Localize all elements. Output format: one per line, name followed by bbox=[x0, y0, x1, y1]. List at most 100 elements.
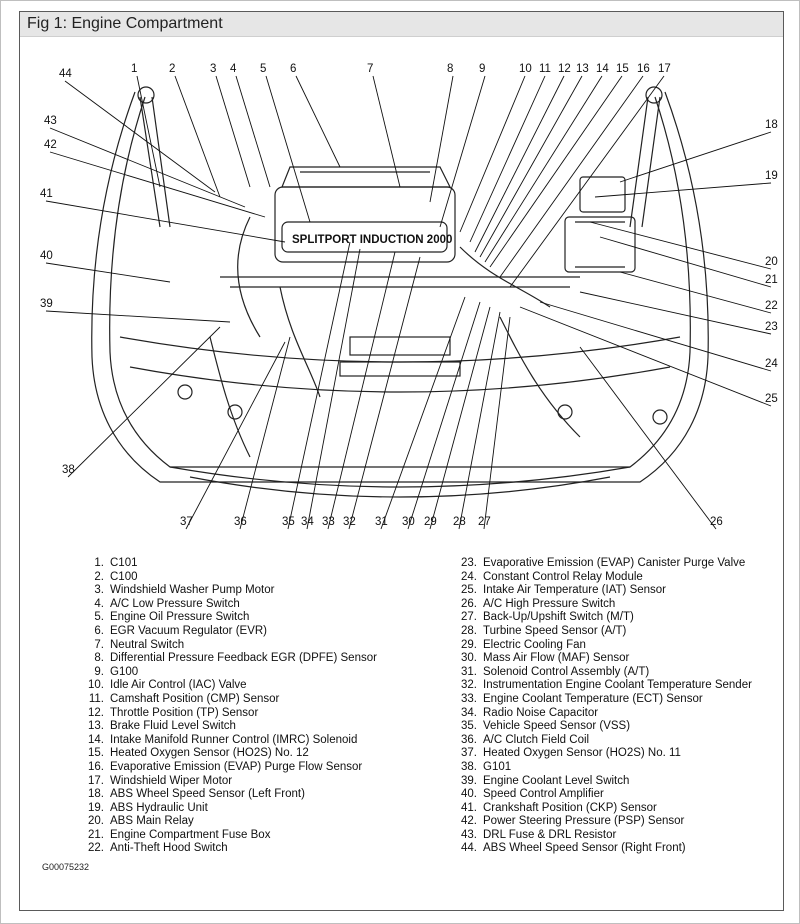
callout-leader-line bbox=[594, 182, 772, 198]
callout-number: 1 bbox=[131, 63, 137, 75]
callout-leader-line bbox=[619, 131, 772, 183]
legend-item-number: 17. bbox=[88, 774, 104, 787]
callout-leader-line bbox=[599, 236, 772, 288]
legend-item: 2. C100 bbox=[80, 571, 377, 585]
legend-item-number: 34. bbox=[461, 706, 477, 719]
callout-leader-line bbox=[589, 221, 772, 270]
legend-item-number: 37. bbox=[461, 747, 477, 760]
callout-number: 10 bbox=[519, 63, 532, 75]
legend-item-number: 22. bbox=[88, 842, 104, 855]
legend-item: 12. Throttle Position (TP) Sensor bbox=[80, 707, 377, 721]
callout-leader-line bbox=[429, 75, 454, 203]
callout-leader-line bbox=[136, 75, 161, 188]
callout-number: 28 bbox=[453, 516, 466, 528]
legend-item-number: 40. bbox=[461, 788, 477, 801]
callout-number: 16 bbox=[637, 63, 650, 75]
legend-item-label: ABS Wheel Speed Sensor (Right Front) bbox=[483, 842, 686, 855]
legend-item-label: Evaporative Emission (EVAP) Purge Flow S… bbox=[110, 760, 363, 773]
legend-item-label: Power Steering Pressure (PSP) Sensor bbox=[483, 815, 685, 828]
legend-item: 13.Brake Fluid Level Switch bbox=[80, 720, 377, 734]
callout-number: 24 bbox=[765, 358, 778, 370]
legend-item-label: DRL Fuse & DRL Resistor bbox=[483, 828, 617, 841]
callout-leader-line bbox=[483, 316, 511, 530]
legend-item-number: 5. bbox=[94, 611, 104, 624]
legend-item: 31.Solenoid Control Assembly (A/T) bbox=[453, 666, 752, 680]
callout-leader-line bbox=[49, 151, 266, 218]
legend-item: 15. Heated Oxygen Sensor (HO2S) No. 12 bbox=[80, 747, 377, 761]
legend-item-number: 20. bbox=[88, 815, 104, 828]
legend-item-number: 29. bbox=[461, 638, 477, 651]
legend-item: 43.DRL Fuse & DRL Resistor bbox=[453, 829, 752, 843]
legend-item-label: A/C High Pressure Switch bbox=[483, 597, 616, 610]
legend-item-number: 23. bbox=[461, 557, 477, 569]
callout-number: 18 bbox=[765, 119, 778, 131]
legend-item: 17.Windshield Wiper Motor bbox=[80, 775, 377, 789]
legend-item-label: G101 bbox=[483, 760, 512, 773]
legend-item-number: 30. bbox=[461, 652, 477, 665]
legend-item-number: 41. bbox=[461, 801, 477, 814]
callout-leader-line bbox=[67, 326, 221, 478]
callout-number: 42 bbox=[44, 139, 57, 151]
legend-item: 7.Neutral Switch bbox=[80, 639, 377, 653]
legend-item-number: 31. bbox=[461, 665, 477, 678]
callout-number: 25 bbox=[765, 393, 778, 405]
engine-cover-lettering: SPLITPORT INDUCTION 2000 bbox=[292, 234, 452, 246]
legend-item-label: ABS Hydraulic Unit bbox=[110, 801, 208, 814]
callout-number: 43 bbox=[44, 115, 57, 127]
callout-number: 8 bbox=[447, 63, 453, 75]
callout-leader-line bbox=[64, 80, 216, 193]
legend-item-label: Engine Coolant Temperature (ECT) Sensor bbox=[483, 692, 703, 705]
callout-leader-line bbox=[579, 291, 772, 335]
legend-item-number: 25. bbox=[461, 584, 477, 597]
engine-line-art bbox=[91, 86, 709, 498]
legend-item: 4. A/C Low Pressure Switch bbox=[80, 598, 377, 612]
callout-leader-line bbox=[49, 127, 246, 208]
legend-item: 16. Evaporative Emission (EVAP) Purge Flo… bbox=[80, 761, 377, 775]
legend-item-number: 2. bbox=[94, 570, 104, 583]
callout-leader-line bbox=[439, 75, 486, 228]
legend-item-label: A/C Low Pressure Switch bbox=[110, 597, 240, 610]
legend-item-number: 16. bbox=[88, 760, 104, 773]
legend-item-label: Throttle Position (TP) Sensor bbox=[110, 706, 259, 719]
legend-item-number: 15. bbox=[88, 747, 104, 760]
legend-item-label: EGR Vacuum Regulator (EVR) bbox=[110, 624, 268, 637]
legend-item: 36.A/C Clutch Field Coil bbox=[453, 734, 752, 748]
callout-leader-line bbox=[185, 341, 286, 530]
callout-number: 20 bbox=[765, 256, 778, 268]
legend-item: 32.Instrumentation Engine Coolant Temper… bbox=[453, 679, 752, 693]
legend-item: 14.Intake Manifold Runner Control (IMRC)… bbox=[80, 734, 377, 748]
callout-number: 17 bbox=[658, 63, 671, 75]
legend-item: 3.Windshield Washer Pump Motor bbox=[80, 584, 377, 598]
legend-item: 44.ABS Wheel Speed Sensor (Right Front) bbox=[453, 842, 752, 856]
callout-number: 36 bbox=[234, 516, 247, 528]
callout-number: 41 bbox=[40, 188, 53, 200]
callout-number: 15 bbox=[616, 63, 629, 75]
callout-number: 19 bbox=[765, 170, 778, 182]
callout-number: 9 bbox=[479, 63, 485, 75]
callout-leader-line bbox=[407, 301, 481, 530]
callout-leader-line bbox=[235, 75, 271, 188]
legend-item-number: 4. bbox=[94, 597, 104, 610]
legend-item: 25.Intake Air Temperature (IAT) Sensor bbox=[453, 584, 752, 598]
figure-title-bar: Fig 1: Engine Compartment bbox=[20, 12, 783, 37]
callout-leader-line bbox=[458, 311, 501, 530]
callout-number: 11 bbox=[539, 63, 551, 75]
legend-item-number: 33. bbox=[461, 692, 477, 705]
callout-leader-line bbox=[265, 75, 311, 223]
legend-item-label: Heated Oxygen Sensor (HO2S) No. 12 bbox=[110, 747, 309, 760]
callout-number: 2 bbox=[169, 63, 175, 75]
legend-item-number: 28. bbox=[461, 624, 477, 637]
legend-item: 22.Anti-Theft Hood Switch bbox=[80, 842, 377, 856]
legend-item-label: Speed Control Amplifier bbox=[483, 788, 604, 801]
legend-item-number: 12. bbox=[88, 706, 104, 719]
callout-number: 31 bbox=[375, 516, 388, 528]
legend-item: 41.Crankshaft Position (CKP) Sensor bbox=[453, 802, 752, 816]
legend-item: 9.G100 bbox=[80, 666, 377, 680]
callout-number: 34 bbox=[301, 516, 314, 528]
legend-item-label: Back-Up/Upshift Switch (M/T) bbox=[483, 611, 634, 624]
legend-item: 33. Engine Coolant Temperature (ECT) Sens… bbox=[453, 693, 752, 707]
legend-item: 29.Electric Cooling Fan bbox=[453, 639, 752, 653]
legend-item-label: C100 bbox=[110, 570, 138, 583]
callout-leader-line bbox=[45, 200, 286, 243]
legend-item-number: 26. bbox=[461, 597, 477, 610]
